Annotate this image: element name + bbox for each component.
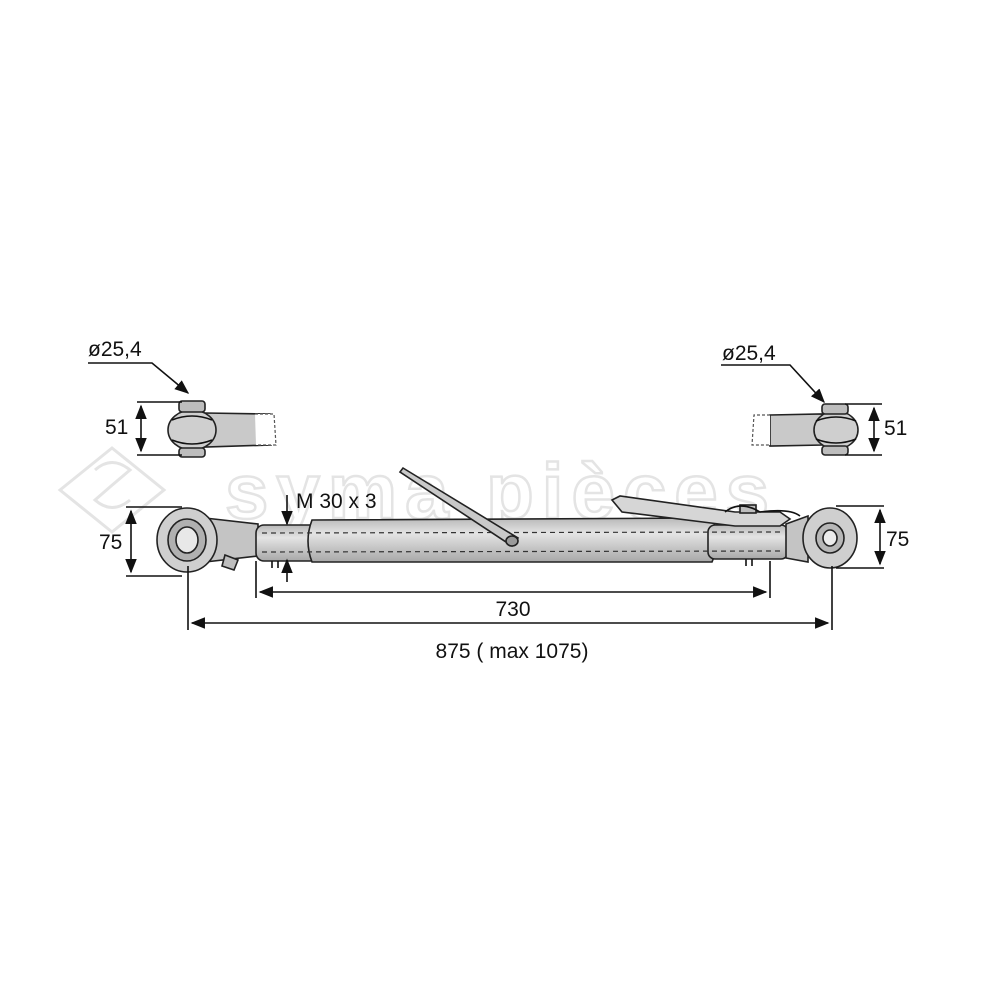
- tube-length-dim: [255, 561, 771, 598]
- right-ball-joint-side-view: [751, 403, 859, 456]
- eye-height-right-label: 75: [886, 528, 909, 551]
- ball-diameter-right-dim: [721, 364, 825, 404]
- locking-clip: [610, 495, 792, 527]
- ball-diameter-left-dim: [88, 362, 190, 394]
- ball-diameter-left-label: ø25,4: [88, 338, 142, 361]
- total-length-label: 875 ( max 1075): [436, 640, 589, 663]
- ball-width-left-label: 51: [105, 416, 128, 439]
- eye-height-left-dim: [125, 506, 182, 577]
- top-link-assembly: [156, 466, 858, 573]
- watermark-logo: [57, 446, 167, 534]
- ball-diameter-right-label: ø25,4: [722, 342, 776, 365]
- handle-lever: [398, 466, 520, 548]
- eye-height-left-label: 75: [99, 531, 122, 554]
- left-ball-joint-side-view: [167, 400, 277, 458]
- right-spindle: [707, 524, 789, 560]
- total-length-dim: [187, 566, 833, 630]
- thread-label: M 30 x 3: [296, 490, 377, 513]
- tube-length-label: 730: [495, 598, 530, 621]
- eye-height-right-dim: [836, 505, 886, 569]
- ball-width-left-dim: [135, 401, 182, 456]
- ball-width-right-dim: [845, 403, 882, 456]
- ball-width-right-label: 51: [884, 417, 907, 440]
